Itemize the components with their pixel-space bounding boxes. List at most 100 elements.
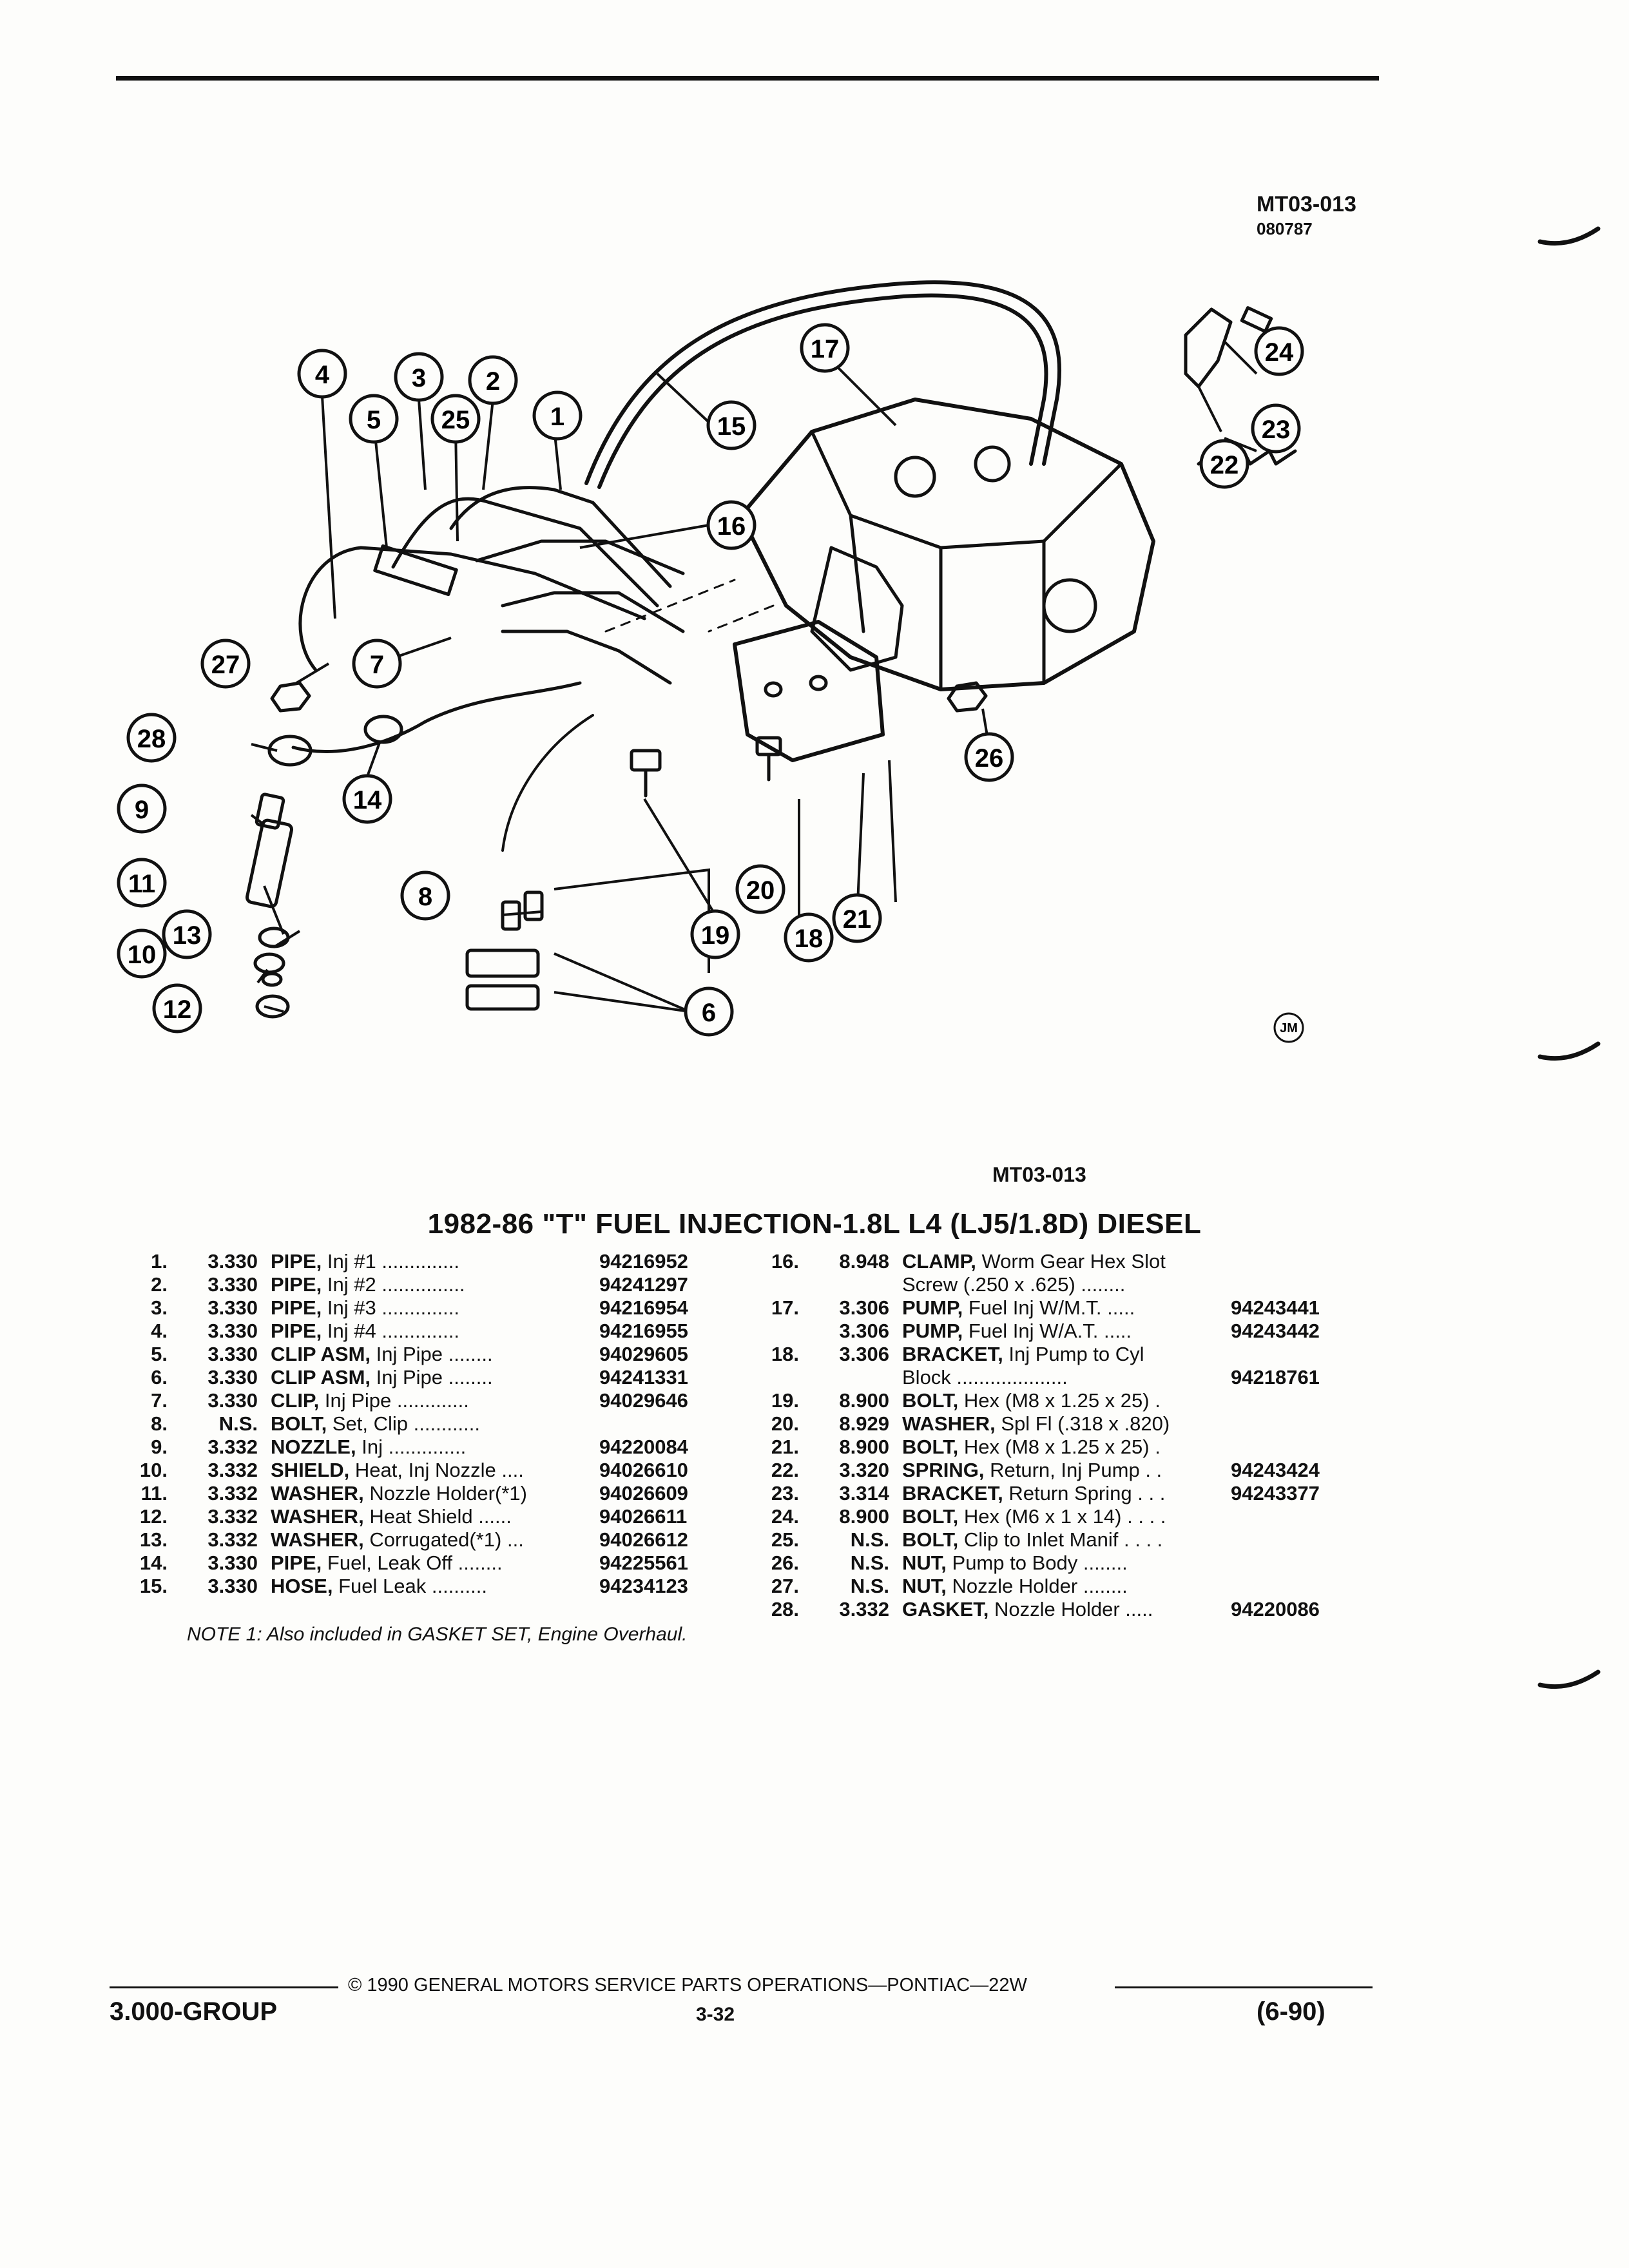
part-detail: Heat, Inj Nozzle	[354, 1459, 496, 1481]
leader-dots: ....................	[950, 1366, 1068, 1389]
part-name: SPRING,	[902, 1459, 985, 1481]
part-detail: Set, Clip	[332, 1412, 409, 1435]
part-detail: Inj Pipe	[376, 1366, 443, 1389]
page-title: 1982-86 "T" FUEL INJECTION-1.8L L4 (LJ5/…	[427, 1208, 1202, 1240]
part-number: 94220086	[1231, 1598, 1320, 1620]
leader-dots: ......	[472, 1505, 512, 1528]
part-detail: Screw (.250 x .625)	[902, 1273, 1075, 1296]
callout-12	[152, 983, 202, 1033]
leader-dots: ........	[452, 1552, 503, 1574]
part-description: BOLT, Hex (M8 x 1.25 x 25) .	[902, 1436, 1161, 1459]
part-number: 94026611	[599, 1505, 688, 1528]
part-description: CLIP, Inj Pipe .............	[271, 1389, 469, 1412]
part-detail: Fuel, Leak Off	[327, 1552, 453, 1574]
item-number: 26.	[771, 1552, 799, 1574]
group-number: 8.929	[839, 1412, 889, 1435]
item-number: 12.	[139, 1505, 168, 1528]
exploded-parts-diagram: 1 2 3 4 5 6 7 8 9 10 11 12 13 14 15 16 1…	[117, 280, 1304, 1043]
part-detail: Fuel Leak	[338, 1575, 427, 1597]
callout-label: 22	[1210, 451, 1239, 479]
item-number: 20.	[771, 1412, 799, 1435]
figure-label: MT03-013	[992, 1163, 1086, 1186]
part-description: WASHER, Spl Fl (.318 x .820)	[902, 1412, 1170, 1436]
part-description: PIPE, Fuel, Leak Off ........	[271, 1552, 503, 1575]
leader-dots: . . .	[1132, 1482, 1166, 1504]
leader-dots: .	[1149, 1436, 1161, 1458]
callout-10	[117, 928, 167, 979]
group-number: 3.332	[839, 1598, 889, 1620]
group-label: 3.000-GROUP	[110, 1997, 278, 2026]
item-number: 4.	[151, 1320, 168, 1342]
part-detail: Nozzle Holder	[994, 1598, 1120, 1620]
item-number: 25.	[771, 1528, 799, 1551]
item-number: 8.	[151, 1412, 168, 1435]
part-description: PIPE, Inj #2 ...............	[271, 1273, 465, 1296]
part-detail: Heat Shield	[369, 1505, 473, 1528]
part-detail: Inj #2	[327, 1273, 376, 1296]
parts-row: Block ....................94218761	[741, 1366, 1385, 1389]
item-number: 1.	[151, 1250, 168, 1273]
margin-marks	[1537, 226, 1601, 1689]
part-name: PIPE,	[271, 1273, 322, 1296]
leader-dots: .....	[1098, 1320, 1132, 1342]
callout-6	[684, 986, 734, 1037]
part-description: PUMP, Fuel Inj W/A.T. .....	[902, 1320, 1132, 1343]
callout-17	[800, 323, 850, 373]
part-detail: Inj #4	[327, 1320, 376, 1342]
callout-label: 25	[441, 406, 470, 434]
callout-label: 18	[795, 925, 824, 953]
parts-row: 20. 8.929 WASHER, Spl Fl (.318 x .820)	[741, 1412, 1385, 1436]
part-detail: Block	[902, 1366, 951, 1389]
part-description: PUMP, Fuel Inj W/M.T. .....	[902, 1296, 1135, 1320]
callout-13	[162, 909, 212, 959]
part-number: 94216955	[599, 1320, 688, 1342]
artist-mark: JM	[1273, 1012, 1304, 1043]
parts-row: Screw (.250 x .625) ........	[741, 1273, 1385, 1296]
leader-dots: .	[1149, 1389, 1161, 1412]
leader-dots: ..........	[426, 1575, 487, 1597]
part-name: PIPE,	[271, 1320, 322, 1342]
part-description: CLIP ASM, Inj Pipe ........	[271, 1343, 493, 1366]
item-number: 2.	[151, 1273, 168, 1296]
item-number: 6.	[151, 1366, 168, 1389]
callout-label: 3	[412, 364, 426, 392]
leader-dots: ...	[501, 1528, 524, 1551]
callout-20	[735, 864, 786, 914]
leader-dots: . . . .	[1118, 1528, 1163, 1551]
part-name: BOLT,	[902, 1505, 959, 1528]
callout-label: 7	[370, 651, 384, 679]
part-number: 94220084	[599, 1436, 688, 1458]
part-description: BOLT, Set, Clip ............	[271, 1412, 480, 1436]
item-number: 23.	[771, 1482, 799, 1504]
part-detail: Inj Pipe	[324, 1389, 392, 1412]
group-number: 3.330	[207, 1250, 258, 1273]
part-name: BRACKET,	[902, 1482, 1003, 1504]
part-name: WASHER,	[902, 1412, 996, 1435]
item-number: 14.	[139, 1552, 168, 1574]
part-description: BRACKET, Inj Pump to Cyl	[902, 1343, 1144, 1366]
item-number: 9.	[151, 1436, 168, 1458]
item-number: 3.	[151, 1296, 168, 1319]
part-name: SHIELD,	[271, 1459, 350, 1481]
part-number: 94243441	[1231, 1296, 1320, 1319]
callout-label: 13	[173, 921, 202, 950]
leader-dots: ...............	[376, 1273, 465, 1296]
part-description: SHIELD, Heat, Inj Nozzle ....	[271, 1459, 524, 1482]
leader-dots: . .	[1139, 1459, 1162, 1481]
item-number: 24.	[771, 1505, 799, 1528]
leader-dots: ..............	[376, 1320, 459, 1342]
leader-dots: ..............	[376, 1296, 459, 1319]
diagram-artwork	[245, 280, 1297, 1019]
group-number: 3.330	[207, 1320, 258, 1342]
group-number: N.S.	[850, 1552, 889, 1574]
